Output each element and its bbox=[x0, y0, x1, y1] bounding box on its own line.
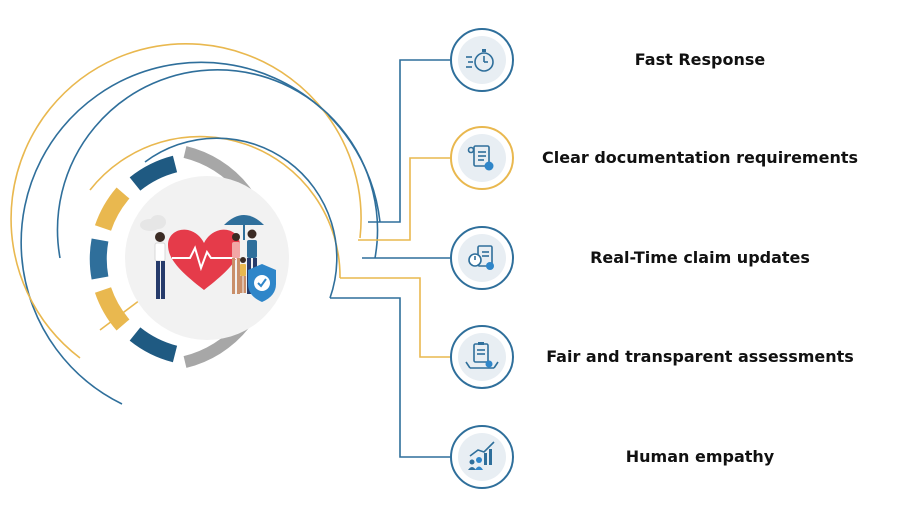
segment-gold-top bbox=[94, 187, 130, 231]
item-label-human-empathy: Human empathy bbox=[625, 447, 775, 466]
item-label-realtime-updates: Real-Time claim updates bbox=[590, 248, 810, 267]
document-checklist-icon bbox=[450, 126, 514, 190]
connector-fast-response bbox=[368, 59, 450, 223]
outer-arc-gold-1 bbox=[10, 42, 362, 359]
heartbeat-line bbox=[172, 245, 236, 272]
connector-empathy bbox=[330, 297, 450, 458]
outer-arc-gold-2 bbox=[89, 135, 341, 279]
family-health-insurance-illustration bbox=[140, 215, 276, 302]
clock-document-icon bbox=[450, 226, 514, 290]
connector-documentation bbox=[358, 157, 450, 241]
segment-blue-bottom bbox=[129, 327, 178, 363]
segment-blue-top bbox=[129, 155, 178, 191]
stopwatch-icon bbox=[450, 28, 514, 92]
item-icons bbox=[450, 28, 514, 489]
item-label-fast-response: Fast Response bbox=[634, 50, 766, 69]
hub bbox=[125, 176, 289, 340]
segmented-ring bbox=[89, 155, 178, 363]
outer-arc-blue-3 bbox=[144, 137, 338, 299]
clipboard-scale-icon bbox=[450, 325, 514, 389]
connector-lines bbox=[330, 59, 450, 458]
item-label-documentation: Clear documentation requirements bbox=[542, 148, 858, 167]
people-growth-chart-icon bbox=[450, 425, 514, 489]
connector-fair bbox=[340, 277, 450, 358]
segment-gold-bottom bbox=[94, 287, 130, 331]
outer-arc-blue-2 bbox=[56, 69, 379, 259]
segment-blue-mid bbox=[89, 238, 109, 280]
item-label-fair-assessments: Fair and transparent assessments bbox=[546, 347, 854, 366]
doctor-figure bbox=[154, 232, 166, 299]
outer-arcs bbox=[10, 42, 381, 405]
